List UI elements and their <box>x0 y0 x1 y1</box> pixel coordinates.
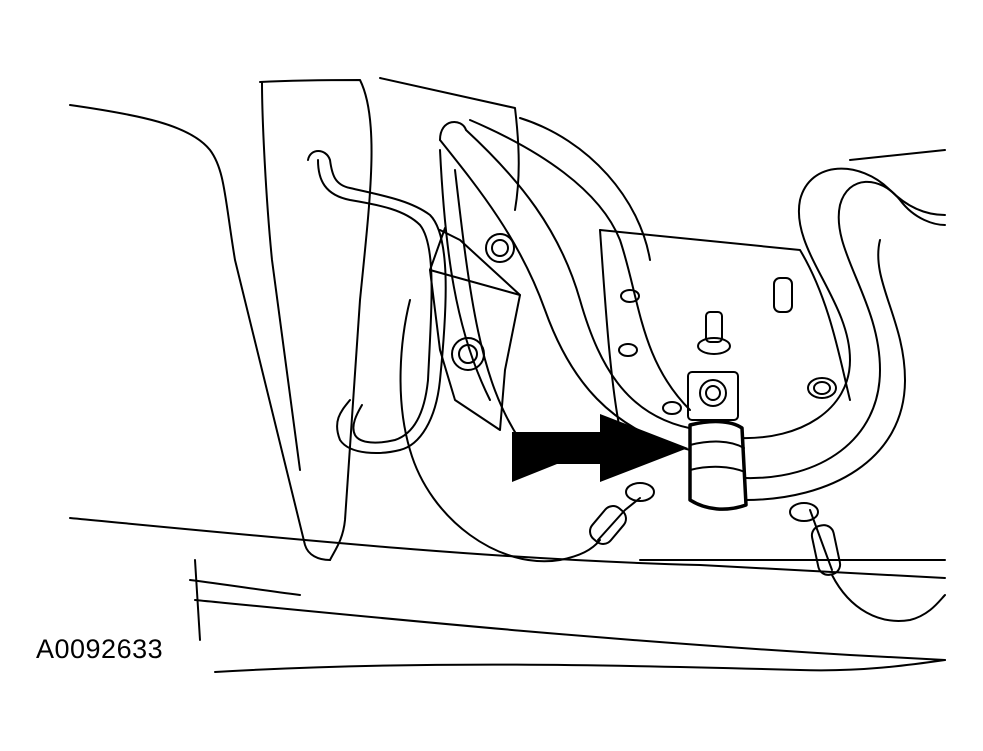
left-panel <box>69 77 520 561</box>
ring-terminal-icon <box>625 482 655 502</box>
plate-hole <box>620 289 640 303</box>
center-tubes <box>439 117 701 451</box>
plate-hole <box>662 401 682 415</box>
ring-terminal-icon <box>789 502 819 522</box>
left-hook-line <box>307 150 447 454</box>
wire-harness <box>399 299 946 622</box>
hose-clamp <box>688 419 748 511</box>
bolt-head-icon <box>485 233 515 263</box>
pin-icon <box>773 277 793 313</box>
stud-icon <box>705 311 723 343</box>
callout-arrow-icon <box>512 414 688 482</box>
wire-terminal-icon <box>589 505 627 545</box>
plate-hole <box>813 381 831 395</box>
wire-terminal-icon <box>810 524 842 576</box>
lower-frame <box>69 517 946 673</box>
nut-icon <box>699 379 727 407</box>
right-loop-tubes <box>739 149 946 501</box>
figure-id-label: A0092633 <box>36 634 164 664</box>
plate-hole <box>807 377 837 399</box>
plate-hole <box>618 343 638 357</box>
